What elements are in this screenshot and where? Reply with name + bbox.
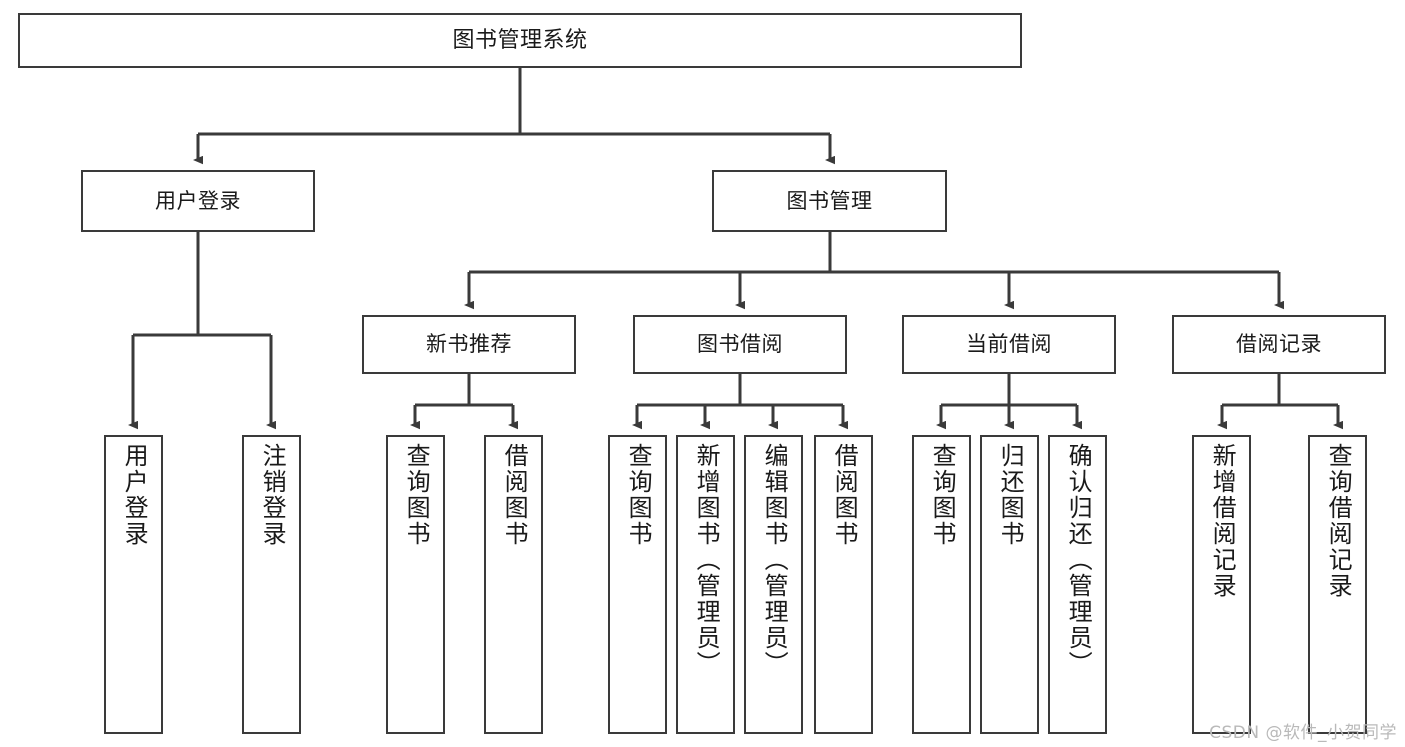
- leaf-current-query-book[interactable]: 查询图书: [912, 435, 971, 734]
- node-label: 借阅记录: [1236, 332, 1322, 357]
- node-label: 用户登录: [155, 188, 241, 213]
- leaf-record-add-borrow-record[interactable]: 新增借阅记录: [1192, 435, 1251, 734]
- node-user-login[interactable]: 用户登录: [81, 170, 315, 232]
- node-label: 查询图书: [624, 443, 653, 547]
- leaf-borrow-borrow-book[interactable]: 借阅图书: [814, 435, 873, 734]
- leaf-user-login-login[interactable]: 用户登录: [104, 435, 163, 734]
- leaf-user-login-logout[interactable]: 注销登录: [242, 435, 301, 734]
- node-book-management[interactable]: 图书管理: [712, 170, 947, 232]
- node-borrow-records[interactable]: 借阅记录: [1172, 315, 1386, 374]
- node-label: 用户登录: [120, 443, 149, 547]
- node-label: 新增借阅记录: [1208, 443, 1237, 599]
- node-label: 图书管理: [786, 188, 873, 213]
- leaf-current-return-book[interactable]: 归还图书: [980, 435, 1039, 734]
- node-current-borrowing[interactable]: 当前借阅: [902, 315, 1116, 374]
- node-label: 新书推荐: [426, 332, 512, 357]
- node-label: 图书借阅: [697, 332, 783, 357]
- leaf-borrow-add-book-admin[interactable]: 新增图书（管理员）: [676, 435, 735, 734]
- csdn-watermark: CSDN @软件_小贺同学: [1209, 723, 1397, 743]
- leaf-record-query-borrow-record[interactable]: 查询借阅记录: [1308, 435, 1367, 734]
- leaf-borrow-edit-book-admin[interactable]: 编辑图书（管理员）: [744, 435, 803, 734]
- node-label: 图书管理系统: [452, 27, 588, 53]
- node-book-borrowing[interactable]: 图书借阅: [633, 315, 847, 374]
- node-label: 查询图书: [928, 443, 957, 547]
- node-root-library-management-system[interactable]: 图书管理系统: [18, 13, 1022, 68]
- node-label: 当前借阅: [966, 332, 1052, 357]
- node-label: 新增图书（管理员）: [692, 443, 721, 677]
- node-label: 借阅图书: [830, 443, 859, 547]
- node-label: 确认归还（管理员）: [1064, 443, 1093, 677]
- node-label: 注销登录: [258, 443, 287, 547]
- leaf-recommend-borrow-book[interactable]: 借阅图书: [484, 435, 543, 734]
- node-new-book-recommendation[interactable]: 新书推荐: [362, 315, 576, 374]
- node-label: 借阅图书: [500, 443, 529, 547]
- leaf-current-confirm-return-admin[interactable]: 确认归还（管理员）: [1048, 435, 1107, 734]
- node-label: 编辑图书（管理员）: [760, 443, 789, 677]
- node-label: 查询借阅记录: [1324, 443, 1353, 599]
- leaf-recommend-query-book[interactable]: 查询图书: [386, 435, 445, 734]
- node-label: 查询图书: [402, 443, 431, 547]
- node-label: 归还图书: [996, 443, 1025, 547]
- leaf-borrow-query-book[interactable]: 查询图书: [608, 435, 667, 734]
